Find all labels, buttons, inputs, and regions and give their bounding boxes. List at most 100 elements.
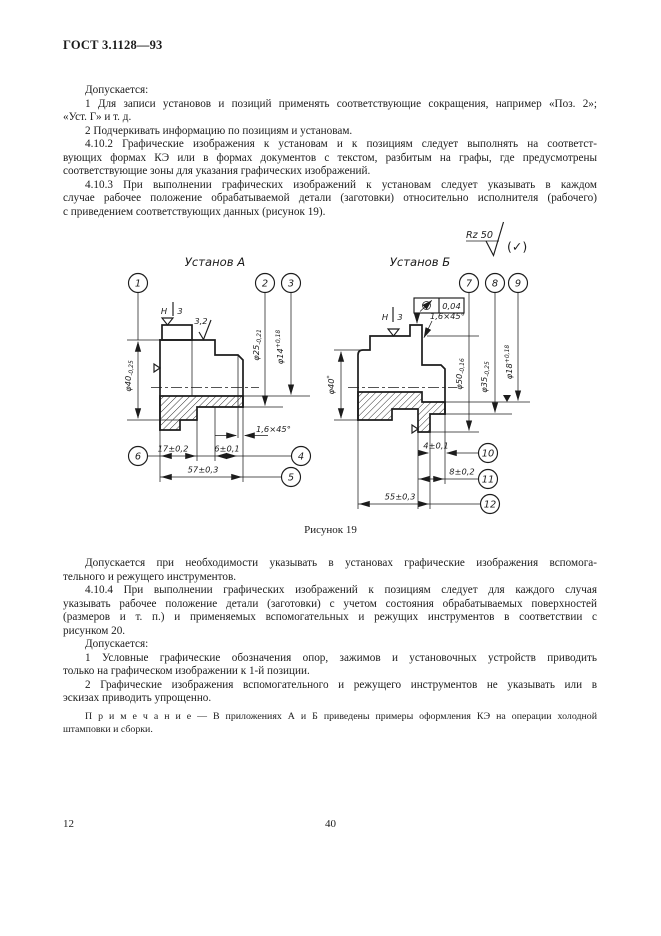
text-line: 2 Подчеркивать информацию по позициям и … xyxy=(85,124,353,137)
balloon-9: 9 xyxy=(507,272,529,401)
note-line: штамповки и сборки. xyxy=(63,724,153,735)
text-line: 1 Для записи установов и позиций применя… xyxy=(85,97,597,110)
roughness-symbol-icon xyxy=(485,221,505,258)
dim-17-label: 17±0,2 xyxy=(158,444,189,454)
finish-triangle-icon xyxy=(503,395,511,402)
text-line: 1 Условные графические обозначения опор,… xyxy=(85,651,597,664)
text-line: 4.10.4 При выполнении графических изобра… xyxy=(85,584,597,597)
setup-a: Установ А 1 2 3 xyxy=(123,255,312,488)
tolerance-frame: 0,04 xyxy=(413,297,465,324)
hatched-section xyxy=(159,395,244,431)
dim-8-label: 8±0,2 xyxy=(449,467,474,477)
svg-text:3: 3 xyxy=(288,279,294,290)
text-line: указывать рабочее положение детали (заго… xyxy=(63,597,597,610)
body-text-lower: Допускается при необходимости указывать … xyxy=(63,557,597,706)
svg-text:3: 3 xyxy=(177,306,182,316)
setup-b-title: Установ Б xyxy=(390,255,450,269)
part-top-profile xyxy=(159,339,244,408)
text-line: тельного и режущего инструментов. xyxy=(63,570,237,583)
dim-6-label: 6±0,1 xyxy=(214,444,239,454)
text-line: Допускается: xyxy=(85,84,149,96)
extension-lines-b-dia xyxy=(427,335,530,433)
dim-row-b3: 12 55±0,3 xyxy=(358,492,501,515)
balloon-2: 2 xyxy=(254,272,276,406)
dim-dia25-label: φ25-0,21 xyxy=(251,329,263,361)
text-line: эскизах приводить упрощенно. xyxy=(63,692,212,705)
datum-triangle-icon xyxy=(411,423,420,435)
clamp-force-mark-b: Н 3 xyxy=(382,307,403,337)
page-number-center: 40 xyxy=(325,818,336,830)
balloon-12: 12 xyxy=(484,500,496,511)
dim-row-b2: 11 8±0,2 xyxy=(418,467,499,490)
dim-dia14-label: φ14+0,18 xyxy=(275,330,285,365)
svg-text:9: 9 xyxy=(515,279,521,290)
chamfer-note-b: 1,6×45° xyxy=(423,311,465,338)
standard-number-header: ГОСТ 3.1128—93 xyxy=(63,38,163,52)
text-line: с приведением соответствующих данных (ри… xyxy=(63,205,326,218)
text-line: 4.10.3 При выполнении графических изобра… xyxy=(85,178,597,191)
svg-text:φ40*: φ40* xyxy=(326,375,336,394)
extension-lines-b xyxy=(357,414,446,509)
svg-text:3: 3 xyxy=(397,312,402,322)
figure-19-drawing: Установ А 1 2 3 xyxy=(123,221,530,515)
svg-text:7: 7 xyxy=(466,279,473,290)
balloon-6: 6 xyxy=(135,452,141,463)
dim-row-a1: 6 4 17±0,2 6±0,1 xyxy=(127,444,312,467)
dim-row-b1: 10 4±0,1 xyxy=(418,441,499,464)
roughness-mark-a: 3,2 xyxy=(194,316,212,341)
text-line: только на графическом изображении к 1-й … xyxy=(63,665,310,678)
svg-text:1,6×45°: 1,6×45° xyxy=(256,424,291,434)
balloon-3: 3 xyxy=(280,272,302,395)
balloon-1: 1 xyxy=(127,272,149,340)
setup-b: Установ Б Rz 50 (✓) 7 8 9 xyxy=(326,221,530,515)
runout-value: 0,04 xyxy=(442,301,460,311)
dim-dia40-a: φ40-0,25 xyxy=(123,339,181,421)
rz-value: Rz 50 xyxy=(466,230,493,241)
svg-text:Н: Н xyxy=(382,312,389,322)
text-line: 2 Графические изображения вспомогательно… xyxy=(85,678,597,691)
note-block: П р и м е ч а н и е — В приложениях А и … xyxy=(63,710,597,736)
svg-text:2: 2 xyxy=(262,279,268,290)
text-line: случае рабочее положение обрабатываемой … xyxy=(63,192,597,205)
dim-dia35-label: φ35-0,25 xyxy=(479,361,491,393)
hatched-section xyxy=(357,391,446,433)
text-line: соответствующие зоны для указания графич… xyxy=(63,165,371,178)
body-text-upper: Допускается: 1 Для записи установов и по… xyxy=(63,84,597,219)
setup-a-title: Установ А xyxy=(185,255,245,269)
part-section-b xyxy=(348,324,457,435)
text-line: (размеров и т. п.) и применяемых вспомог… xyxy=(63,611,597,624)
balloon-8: 8 xyxy=(484,272,506,413)
dim-4-label: 4±0,1 xyxy=(423,441,448,451)
balloon-7: 7 xyxy=(458,272,480,431)
surface-finish-note: Rz 50 (✓) xyxy=(466,221,527,258)
dim-dia40-b: φ40* xyxy=(326,349,364,421)
clamp-block xyxy=(161,324,193,341)
balloon-4: 4 xyxy=(298,452,304,463)
figure-caption: Рисунок 19 xyxy=(304,524,357,536)
balloon-11: 11 xyxy=(482,475,494,486)
chamfer-note-a: 1,6×45° xyxy=(215,424,291,439)
text-line: вующих формах КЭ или в формах документов… xyxy=(63,151,597,164)
datum-triangle-icon xyxy=(153,362,162,374)
svg-text:φ40-0,25: φ40-0,25 xyxy=(123,360,135,392)
dim-57-label: 57±0,3 xyxy=(188,465,219,475)
svg-text:1: 1 xyxy=(135,279,141,290)
note-line: П р и м е ч а н и е — В приложениях А и … xyxy=(85,711,597,722)
text-line: Допускается при необходимости указывать … xyxy=(85,557,597,569)
svg-text:Н: Н xyxy=(161,306,168,316)
balloon-5: 5 xyxy=(288,473,294,484)
dim-dia18-label: φ18+0,18 xyxy=(504,345,514,380)
clamp-force-mark: Н 3 xyxy=(160,302,183,326)
svg-text:1,6×45°: 1,6×45° xyxy=(430,311,465,321)
text-line: рисунком 20. xyxy=(63,624,126,637)
text-line: 4.10.2 Графические изображения к установ… xyxy=(85,138,597,151)
text-line: «Уст. Г» и т. д. xyxy=(63,111,132,124)
dim-dia50-label: φ50-0,16 xyxy=(454,358,466,390)
svg-text:8: 8 xyxy=(492,279,498,290)
dim-55-label: 55±0,3 xyxy=(385,492,416,502)
dim-row-a2: 5 57±0,3 xyxy=(160,465,302,488)
balloon-10: 10 xyxy=(482,449,494,460)
page-number-left: 12 xyxy=(63,818,74,830)
alt-finish-mark: (✓) xyxy=(507,239,527,254)
